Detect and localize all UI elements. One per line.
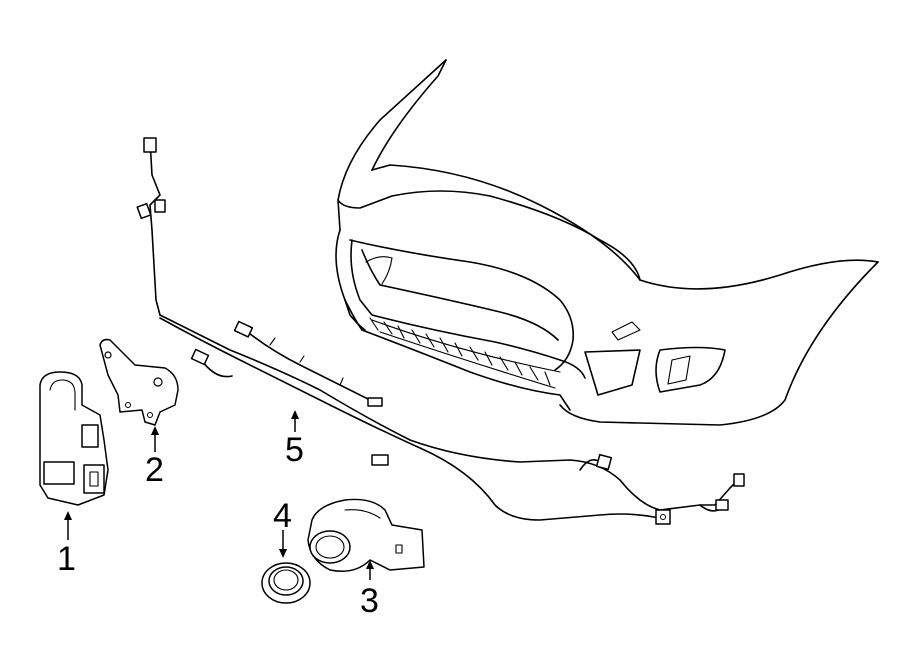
control-module	[39, 371, 109, 506]
callout-3: 3	[360, 582, 379, 620]
front-bumper-illustration	[335, 59, 879, 426]
callout-1: 1	[57, 540, 76, 578]
park-assist-sensor	[307, 498, 425, 572]
wiring-harness	[136, 137, 745, 525]
sensor-retainer-ring	[261, 562, 311, 604]
mounting-bracket	[99, 338, 179, 426]
callout-5: 5	[285, 431, 304, 469]
callout-2: 2	[145, 451, 164, 489]
callout-arrows	[64, 410, 374, 580]
lower-grille-slats	[369, 317, 561, 389]
callout-4: 4	[273, 497, 292, 535]
